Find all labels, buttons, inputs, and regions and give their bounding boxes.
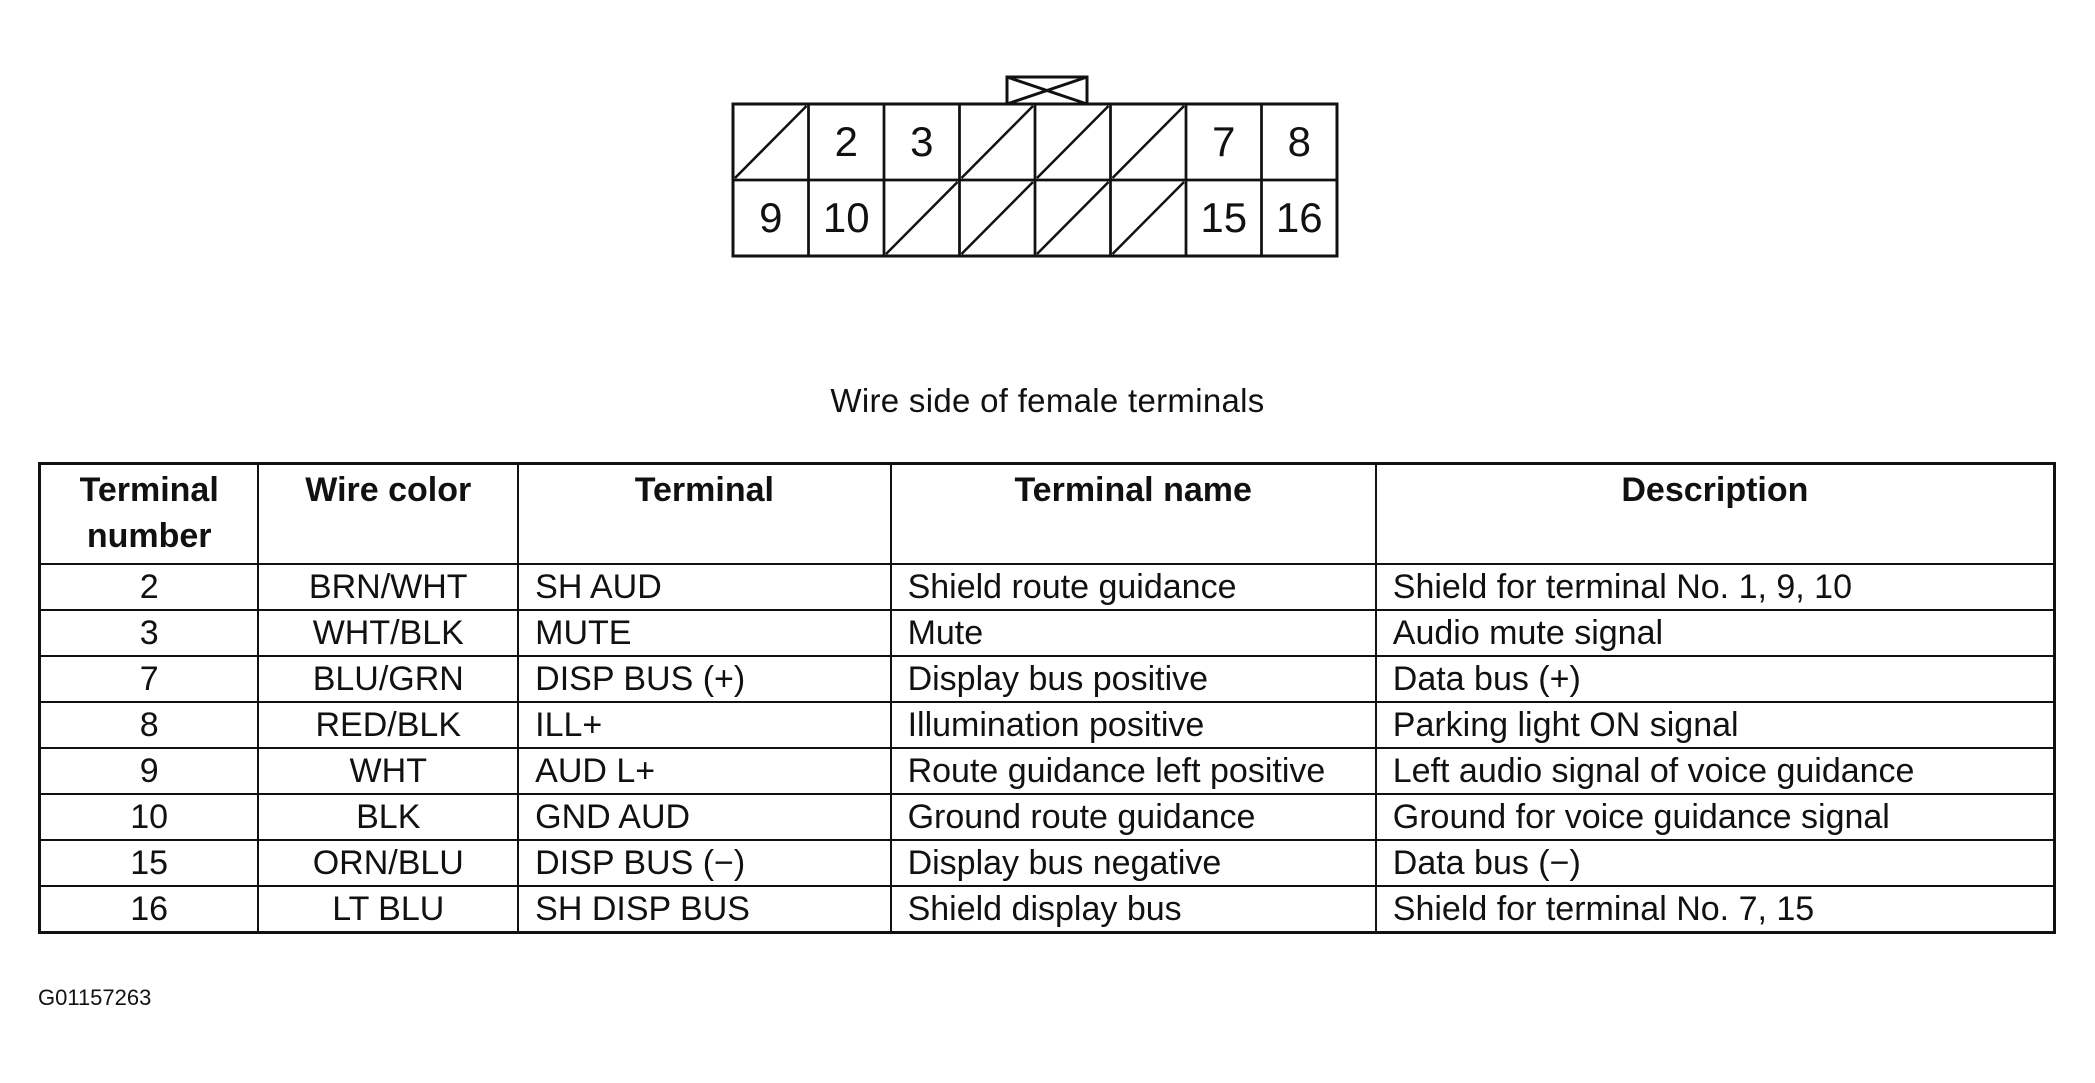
table-row: 16 LT BLU SH DISP BUS Shield display bus… (38, 885, 2056, 933)
cell-wire-color: LT BLU (257, 885, 520, 933)
cell-terminal-number: 7 (38, 655, 260, 702)
cell-terminal-name: Mute (889, 609, 1377, 656)
cavity-unused-slash (1111, 105, 1185, 179)
cell-wire-color: RED/BLK (257, 701, 520, 748)
cavity-unused-slash (885, 181, 959, 255)
cell-wire-color: WHT/BLK (257, 609, 520, 656)
terminal-number-label: 16 (1276, 194, 1323, 241)
cell-wire-color: BLK (257, 793, 520, 840)
cell-terminal: SH AUD (517, 563, 892, 610)
table-row: 7 BLU/GRN DISP BUS (+) Display bus posit… (38, 655, 2056, 702)
cell-terminal-number: 16 (38, 885, 260, 933)
cavity-unused-slash (734, 105, 808, 179)
cell-terminal-number: 3 (38, 609, 260, 656)
cell-terminal-number: 2 (38, 563, 260, 610)
cell-terminal-name: Shield route guidance (889, 563, 1377, 610)
cell-terminal-number: 10 (38, 793, 260, 840)
cell-description: Left audio signal of voice guidance (1374, 747, 2056, 794)
cell-terminal-name: Display bus positive (889, 655, 1377, 702)
header-terminal-number: Terminal number (38, 463, 260, 565)
table-header-row: Terminal number Wire color Terminal Term… (38, 463, 2056, 565)
cell-terminal-number: 15 (38, 839, 260, 886)
table-row: 15 ORN/BLU DISP BUS (−) Display bus nega… (38, 839, 2056, 886)
cell-description: Ground for voice guidance signal (1374, 793, 2056, 840)
cell-terminal: DISP BUS (−) (517, 839, 892, 886)
cell-wire-color: WHT (257, 747, 520, 794)
cell-terminal: DISP BUS (+) (517, 655, 892, 702)
cell-terminal-name: Ground route guidance (889, 793, 1377, 840)
table-row: 8 RED/BLK ILL+ Illumination positive Par… (38, 701, 2056, 748)
connector-diagram: 2 3 7 8 9 10 15 16 (731, 75, 1339, 258)
cell-terminal: GND AUD (517, 793, 892, 840)
cell-description: Audio mute signal (1374, 609, 2056, 656)
cell-terminal-number: 9 (38, 747, 260, 794)
connector-latch (1005, 75, 1089, 106)
cell-terminal: SH DISP BUS (517, 885, 892, 933)
table-row: 10 BLK GND AUD Ground route guidance Gro… (38, 793, 2056, 840)
figure-id: G01157263 (38, 985, 152, 1010)
terminal-number-label: 7 (1212, 118, 1235, 165)
cell-terminal: MUTE (517, 609, 892, 656)
cell-terminal-name: Shield display bus (889, 885, 1377, 933)
cavity-unused-slash (1111, 181, 1185, 255)
cell-terminal-name: Route guidance left positive (889, 747, 1377, 794)
cell-terminal: AUD L+ (517, 747, 892, 794)
header-description: Description (1374, 463, 2056, 565)
terminal-number-label: 2 (835, 118, 858, 165)
cavity-unused-slash (960, 105, 1034, 179)
cell-description: Data bus (−) (1374, 839, 2056, 886)
terminal-number-label: 9 (759, 194, 782, 241)
table-row: 3 WHT/BLK MUTE Mute Audio mute signal (38, 609, 2056, 656)
header-terminal: Terminal (517, 463, 892, 565)
terminal-number-label: 3 (910, 118, 933, 165)
terminal-table: Terminal number Wire color Terminal Term… (38, 462, 2056, 934)
header-terminal-name: Terminal name (889, 463, 1377, 565)
cavity-unused-slash (960, 181, 1034, 255)
cell-wire-color: BRN/WHT (257, 563, 520, 610)
diagram-caption: Wire side of female terminals (830, 382, 1265, 419)
cell-terminal-name: Display bus negative (889, 839, 1377, 886)
cell-description: Data bus (+) (1374, 655, 2056, 702)
cell-wire-color: BLU/GRN (257, 655, 520, 702)
table-row: 9 WHT AUD L+ Route guidance left positiv… (38, 747, 2056, 794)
cell-terminal: ILL+ (517, 701, 892, 748)
terminal-number-label: 8 (1288, 118, 1311, 165)
cavity-unused-slash (1036, 105, 1110, 179)
cell-description: Shield for terminal No. 7, 15 (1374, 885, 2056, 933)
connector-cavity (1260, 178, 1339, 258)
table-row: 2 BRN/WHT SH AUD Shield route guidance S… (38, 563, 2056, 610)
terminal-number-label: 10 (823, 194, 870, 241)
cell-terminal-number: 8 (38, 701, 260, 748)
cell-description: Shield for terminal No. 1, 9, 10 (1374, 563, 2056, 610)
terminal-number-label: 15 (1200, 194, 1247, 241)
connector-cavities: 2 3 7 8 9 10 15 16 (731, 102, 1339, 258)
header-wire-color: Wire color (257, 463, 520, 565)
cell-description: Parking light ON signal (1374, 701, 2056, 748)
cell-terminal-name: Illumination positive (889, 701, 1377, 748)
cell-wire-color: ORN/BLU (257, 839, 520, 886)
cavity-unused-slash (1036, 181, 1110, 255)
